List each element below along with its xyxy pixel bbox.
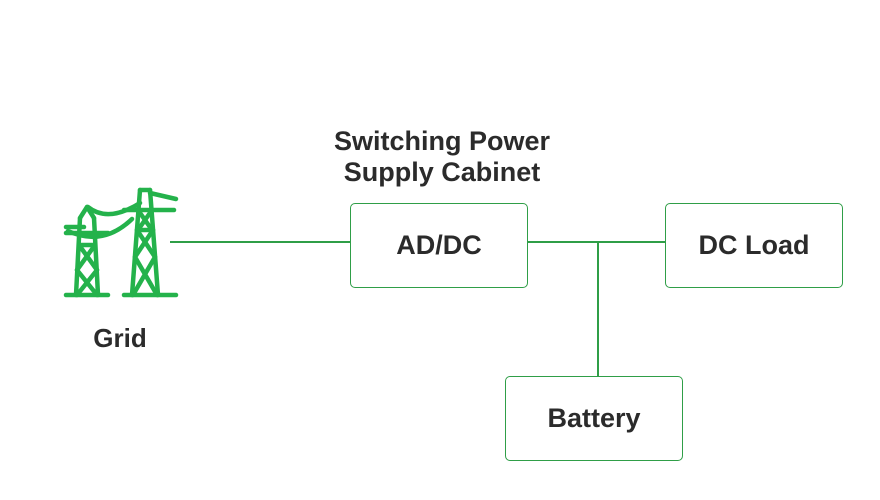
transmission-tower-icon (58, 185, 180, 300)
adc-to-load-connector (528, 241, 665, 243)
cabinet-title: Switching Power Supply Cabinet (292, 126, 592, 188)
adc-box: AD/DC (350, 203, 528, 288)
cabinet-title-line1: Switching Power (333, 126, 551, 156)
adc-label: AD/DC (396, 230, 482, 260)
battery-box: Battery (505, 376, 683, 461)
grid-label: Grid (93, 323, 147, 353)
grid-to-adc-connector (170, 241, 350, 243)
dc-load-box: DC Load (665, 203, 843, 288)
bus-to-battery-connector (597, 241, 599, 376)
dc-load-label: DC Load (698, 230, 810, 260)
cabinet-title-line2: Supply Cabinet (343, 157, 541, 187)
battery-label: Battery (547, 403, 641, 433)
